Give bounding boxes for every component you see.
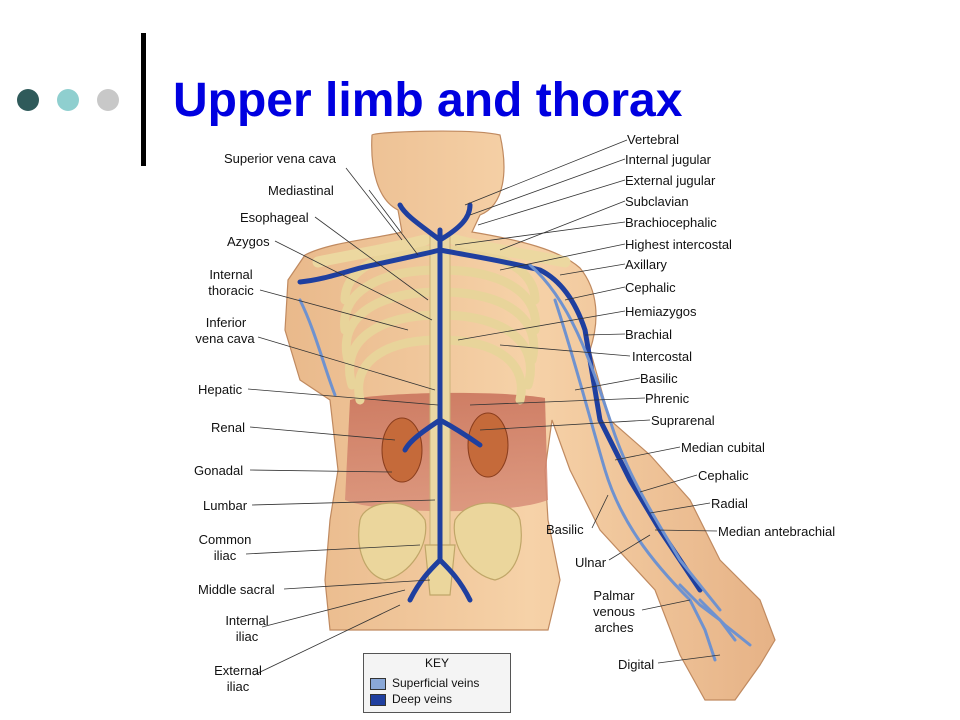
label-mediastinal: Mediastinal	[268, 183, 334, 198]
label-superior-vena-cava: Superior vena cava	[224, 151, 337, 166]
pelvis	[358, 502, 522, 596]
legend-row-superficial: Superficial veins	[370, 676, 479, 690]
label-inferior-vena-cava-line1: Inferior	[205, 315, 247, 330]
superficial-vein-swatch	[370, 677, 386, 690]
label-brachiocephalic: Brachiocephalic	[625, 215, 717, 230]
title-divider	[141, 33, 146, 166]
accent-dot-teal	[57, 89, 79, 111]
label-hepatic: Hepatic	[198, 382, 243, 397]
label-ulnar: Ulnar	[575, 555, 607, 570]
label-palmar-venous-arches-line3: arches	[594, 620, 634, 635]
label-external-jugular: External jugular	[625, 173, 716, 188]
label-digital: Digital	[618, 657, 655, 672]
clavicle-right	[449, 234, 571, 268]
label-middle-sacral: Middle sacral	[198, 582, 275, 597]
label-phrenic: Phrenic	[645, 391, 690, 406]
label-median-cubital: Median cubital	[681, 440, 765, 455]
label-esophageal: Esophageal	[240, 210, 309, 225]
label-renal: Renal	[211, 420, 245, 435]
leader-lines	[245, 139, 721, 676]
label-inferior-vena-cava-line2: vena cava	[195, 331, 255, 346]
label-axillary: Axillary	[625, 257, 667, 272]
legend-label-deep: Deep veins	[392, 692, 453, 706]
label-intercostal: Intercostal	[632, 349, 692, 364]
label-median-antebrachial: Median antebrachial	[718, 524, 836, 539]
label-azygos: Azygos	[227, 234, 270, 249]
label-hemiazygos: Hemiazygos	[625, 304, 697, 319]
accent-dot-dark	[17, 89, 39, 111]
label-internal-thoracic-line2: thoracic	[208, 283, 254, 298]
slide-title: Upper limb and thorax	[173, 74, 683, 127]
label-highest-intercostal: Highest intercostal	[625, 237, 732, 252]
superficial-veins	[298, 263, 752, 662]
label-external-iliac-line1: External	[214, 663, 262, 678]
label-subclavian: Subclavian	[625, 194, 689, 209]
label-external-iliac-line2: iliac	[226, 679, 250, 694]
label-cephalic-upper: Cephalic	[625, 280, 676, 295]
label-palmar-venous-arches-line2: venous	[593, 604, 635, 619]
legend-title: KEY	[424, 656, 449, 670]
label-basilic-upper: Basilic	[640, 371, 678, 386]
legend-key: KEY Superficial veins Deep veins	[363, 653, 511, 713]
label-common-iliac-line2: iliac	[213, 548, 237, 563]
clavicle-left	[312, 234, 431, 268]
kidney-right	[467, 412, 509, 478]
deep-veins	[297, 202, 703, 603]
label-vertebral: Vertebral	[627, 132, 680, 147]
label-basilic-lower: Basilic	[546, 522, 584, 537]
label-gonadal: Gonadal	[194, 463, 244, 478]
label-internal-thoracic-line1: Internal	[209, 267, 253, 282]
label-suprarenal: Suprarenal	[651, 413, 715, 428]
label-common-iliac-line1: Common	[198, 532, 252, 547]
accent-dot-grey	[97, 89, 119, 111]
legend-row-deep: Deep veins	[370, 692, 452, 706]
label-palmar-venous-arches-line1: Palmar	[593, 588, 635, 603]
label-radial: Radial	[711, 496, 748, 511]
label-lumbar: Lumbar	[203, 498, 248, 513]
label-brachial: Brachial	[625, 327, 672, 342]
kidney-left	[381, 417, 423, 483]
legend-label-superficial: Superficial veins	[392, 676, 480, 690]
label-cephalic-lower: Cephalic	[698, 468, 749, 483]
label-internal-jugular: Internal jugular	[625, 152, 711, 167]
deep-vein-swatch	[370, 693, 386, 706]
label-internal-iliac-line2: iliac	[235, 629, 259, 644]
label-internal-iliac-line1: Internal	[225, 613, 269, 628]
